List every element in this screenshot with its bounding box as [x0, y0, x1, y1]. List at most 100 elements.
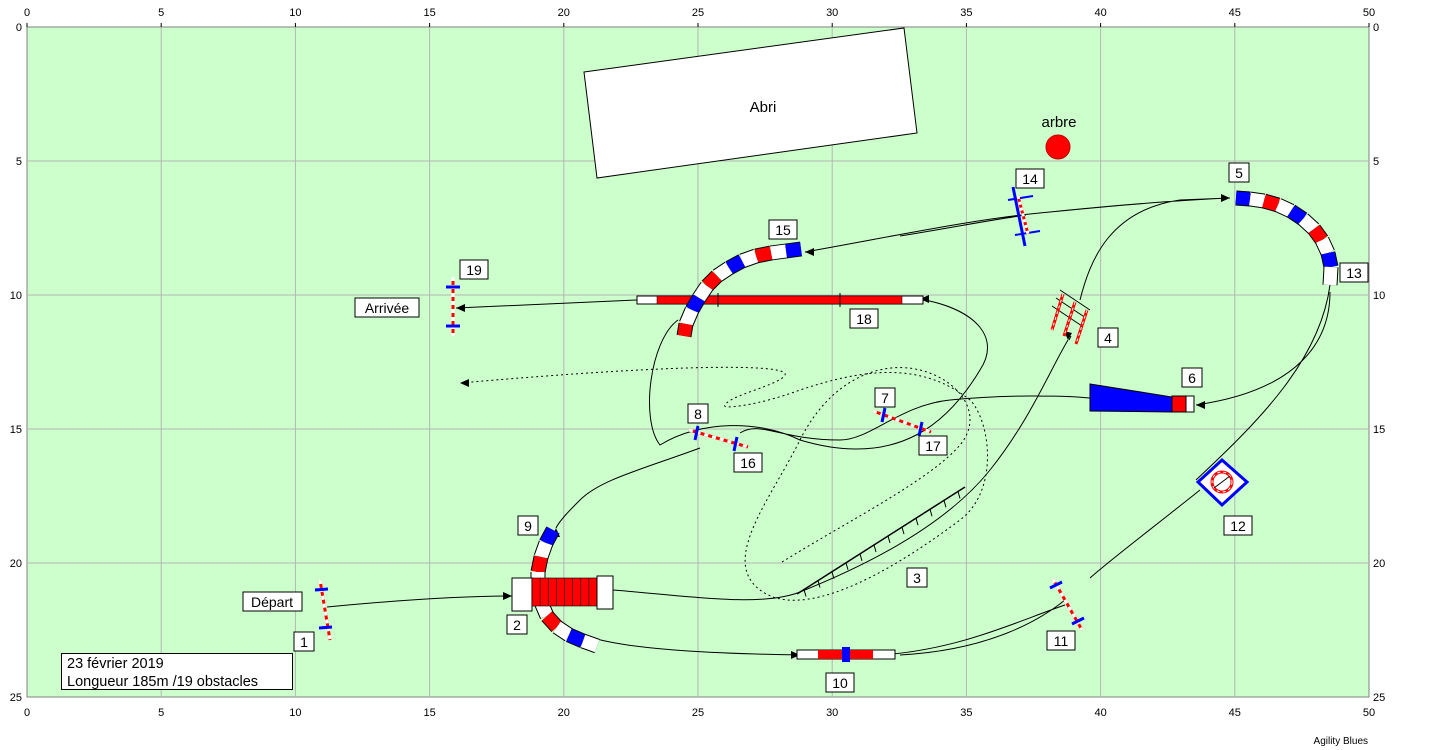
- tunnel-segment: [785, 242, 802, 258]
- x-tick-bottom: 45: [1229, 707, 1241, 719]
- label-13: 13: [1339, 262, 1369, 283]
- arrow-9: [460, 379, 469, 387]
- svg-text:9: 9: [524, 518, 532, 534]
- x-tick-bottom: 25: [692, 707, 704, 719]
- tunnel-segment: [702, 271, 722, 291]
- svg-text:11: 11: [1054, 633, 1069, 649]
- x-tick-top: 45: [1229, 7, 1241, 19]
- tunnel-segment: [725, 255, 746, 274]
- tunnel-segment: [686, 294, 705, 314]
- tunnel-segment: [1249, 192, 1265, 208]
- obstacle-4-spread-jump[interactable]: [1050, 289, 1091, 345]
- obstacle-2-tunnel[interactable]: [511, 575, 614, 612]
- weave-pole: [845, 562, 849, 570]
- obstacle-7-jump[interactable]: [872, 407, 932, 437]
- x-tick-bottom: 15: [423, 707, 435, 719]
- obstacle-19-jump[interactable]: [446, 277, 460, 336]
- arrow-1: [503, 592, 512, 600]
- svg-text:13: 13: [1346, 265, 1362, 281]
- label-10: 10: [825, 672, 855, 693]
- tunnel-segment: [1321, 251, 1338, 269]
- x-tick-bottom: 20: [558, 707, 570, 719]
- x-tick-bottom: 30: [826, 707, 838, 719]
- svg-text:4: 4: [1104, 330, 1112, 346]
- svg-text:17: 17: [925, 438, 941, 454]
- x-tick-top: 20: [558, 7, 570, 19]
- shelter-label: Abri: [750, 99, 777, 116]
- label-3: 3: [906, 567, 928, 588]
- x-tick-top: 0: [24, 7, 30, 19]
- arrow-2: [1221, 194, 1230, 202]
- weave-pole: [873, 544, 877, 553]
- tree: arbre: [1041, 114, 1077, 160]
- course-length: Longueur 185m /19 obstacles: [67, 674, 259, 690]
- finish-label: Arrivée: [354, 297, 420, 318]
- x-tick-top: 40: [1094, 7, 1106, 19]
- y-tick-right: 25: [1373, 692, 1385, 704]
- y-tick-right: 5: [1373, 156, 1379, 168]
- obstacle-3-weave[interactable]: [796, 486, 966, 597]
- label-18: 18: [849, 308, 879, 329]
- tunnel-segment: [531, 555, 548, 574]
- y-tick-left: 20: [10, 558, 22, 570]
- obstacle-6-collapsed-tunnel[interactable]: [1089, 383, 1195, 413]
- weave-pole: [901, 526, 905, 535]
- x-tick-top: 35: [960, 7, 972, 19]
- y-tick-right: 15: [1373, 424, 1385, 436]
- weave-pole: [887, 535, 891, 544]
- tunnel-segment: [566, 629, 586, 647]
- y-tick-right: 20: [1373, 558, 1385, 570]
- tunnel-segment: [1298, 214, 1319, 234]
- tunnel-segment: [1262, 194, 1280, 212]
- tunnel-segment: [713, 262, 733, 282]
- obstacle-10-seesaw[interactable]: [796, 647, 896, 662]
- obstacle-15-tunnel[interactable]: [676, 241, 802, 338]
- label-5: 5: [1228, 162, 1250, 183]
- weave-pole: [915, 518, 919, 526]
- label-9: 9: [517, 515, 539, 536]
- tunnel-segment: [542, 611, 562, 632]
- y-tick-left: 10: [10, 290, 22, 302]
- svg-text:2: 2: [513, 617, 521, 633]
- obstacle-18-dogwalk[interactable]: [636, 293, 924, 307]
- tunnel-segment: [534, 540, 553, 560]
- weave-pole: [803, 589, 807, 597]
- tunnel-segment: [580, 634, 600, 653]
- label-7: 7: [874, 387, 896, 408]
- y-tick-left: 5: [16, 156, 22, 168]
- label-6: 6: [1181, 367, 1203, 388]
- arrow-4: [1196, 401, 1205, 409]
- tunnel-segment: [540, 526, 559, 547]
- y-tick-right: 0: [1373, 22, 1379, 34]
- x-tick-bottom: 40: [1094, 707, 1106, 719]
- obstacle-1-jump[interactable]: [314, 579, 333, 641]
- start-label: Départ: [242, 591, 303, 612]
- obstacle-14-jump[interactable]: [1007, 186, 1041, 247]
- svg-text:12: 12: [1230, 518, 1246, 534]
- x-tick-bottom: 5: [158, 707, 164, 719]
- label-11: 11: [1046, 630, 1076, 651]
- tunnel-segment: [677, 322, 693, 338]
- obstacle-12-table[interactable]: [1195, 457, 1250, 508]
- obstacle-11-jump[interactable]: [1049, 578, 1085, 631]
- label-19: 19: [459, 259, 489, 280]
- label-8: 8: [687, 403, 709, 424]
- obstacle-8-jump[interactable]: [688, 425, 749, 452]
- svg-text:14: 14: [1022, 171, 1038, 187]
- x-tick-top: 10: [289, 7, 301, 19]
- weave-pole: [817, 580, 821, 588]
- x-tick-bottom: 10: [289, 707, 301, 719]
- obstacle-9-tunnel[interactable]: [530, 526, 600, 654]
- obstacle-5-13-tunnel[interactable]: [1235, 190, 1339, 286]
- weave-pole: [859, 553, 863, 562]
- course-info: 23 février 2019 Longueur 185m /19 obstac…: [61, 653, 293, 690]
- shelter: Abri: [583, 27, 918, 179]
- weave-pole: [943, 500, 947, 508]
- svg-text:8: 8: [694, 406, 702, 422]
- tunnel-segment: [1235, 191, 1251, 206]
- svg-text:15: 15: [775, 222, 791, 238]
- x-tick-top: 30: [826, 7, 838, 19]
- label-15: 15: [768, 219, 798, 240]
- arrow-5: [791, 651, 800, 659]
